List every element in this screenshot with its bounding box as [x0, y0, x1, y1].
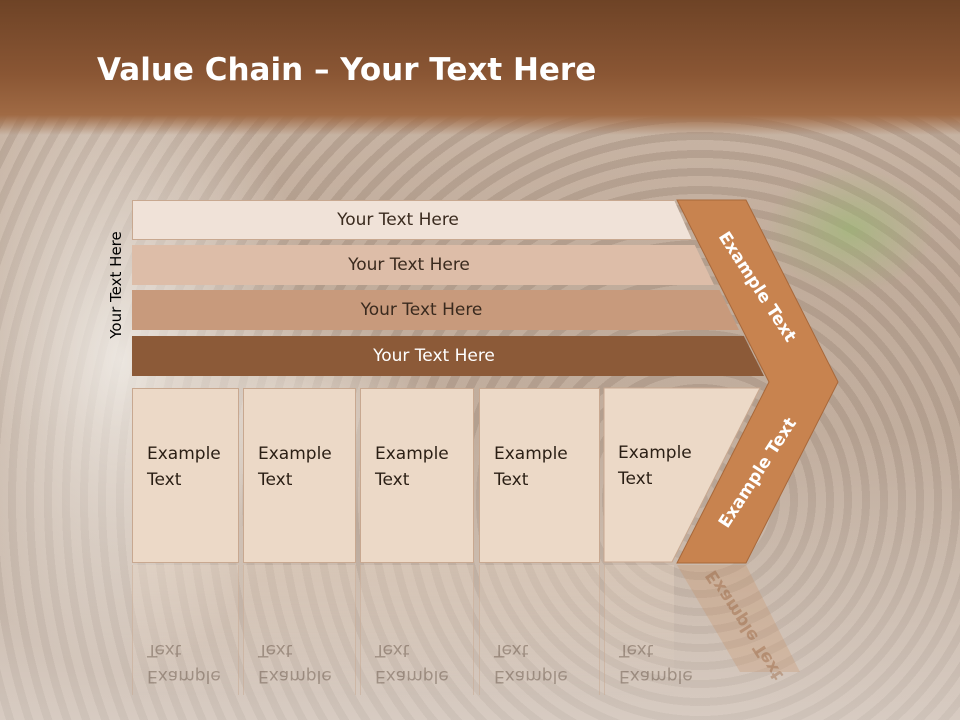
card-5-text: Example Text — [618, 443, 692, 489]
header-band — [0, 0, 960, 135]
bar-1: Your Text Here — [132, 200, 692, 240]
title-rest: – Your Text Here — [303, 52, 597, 88]
card-2-reflection-text: Example Text — [258, 640, 332, 686]
bar-2-label: Your Text Here — [348, 255, 470, 275]
card-3-reflection: Example Text — [360, 565, 474, 695]
card-4-reflection-text: Example Text — [494, 640, 568, 686]
last-card-shape — [603, 387, 761, 563]
bar-2: Your Text Here — [132, 245, 714, 285]
card-1-reflection: Example Text — [132, 565, 239, 695]
card-3: Example Text — [360, 388, 474, 563]
bar-1-label: Your Text Here — [337, 210, 459, 230]
bar-4-label: Your Text Here — [373, 346, 495, 366]
card-5-reflection-text: Example Text — [619, 640, 693, 686]
card-4-reflection: Example Text — [479, 565, 600, 695]
card-2: Example Text — [243, 388, 356, 563]
card-5-reflection: Example Text — [604, 565, 693, 695]
chevron-shape — [676, 199, 839, 564]
bar-3: Your Text Here — [132, 290, 739, 330]
bar-3-label: Your Text Here — [360, 300, 483, 320]
card-2-reflection: Example Text — [243, 565, 356, 695]
chevron-reflection — [677, 565, 800, 672]
card-4: Example Text — [479, 388, 600, 563]
card-3-reflection-text: Example Text — [375, 640, 449, 686]
card-3-text: Example Text — [375, 444, 449, 490]
bar-4: Your Text Here — [132, 336, 764, 376]
card-5: Example Text — [604, 388, 692, 563]
card-2-text: Example Text — [258, 444, 332, 490]
slide-title: Value Chain – Your Text Here — [97, 52, 596, 88]
card-1-text: Example Text — [147, 444, 221, 490]
card-1-reflection-text: Example Text — [147, 640, 221, 686]
card-4-text: Example Text — [494, 444, 568, 490]
card-1: Example Text — [132, 388, 239, 563]
title-bold: Value Chain — [97, 52, 304, 88]
